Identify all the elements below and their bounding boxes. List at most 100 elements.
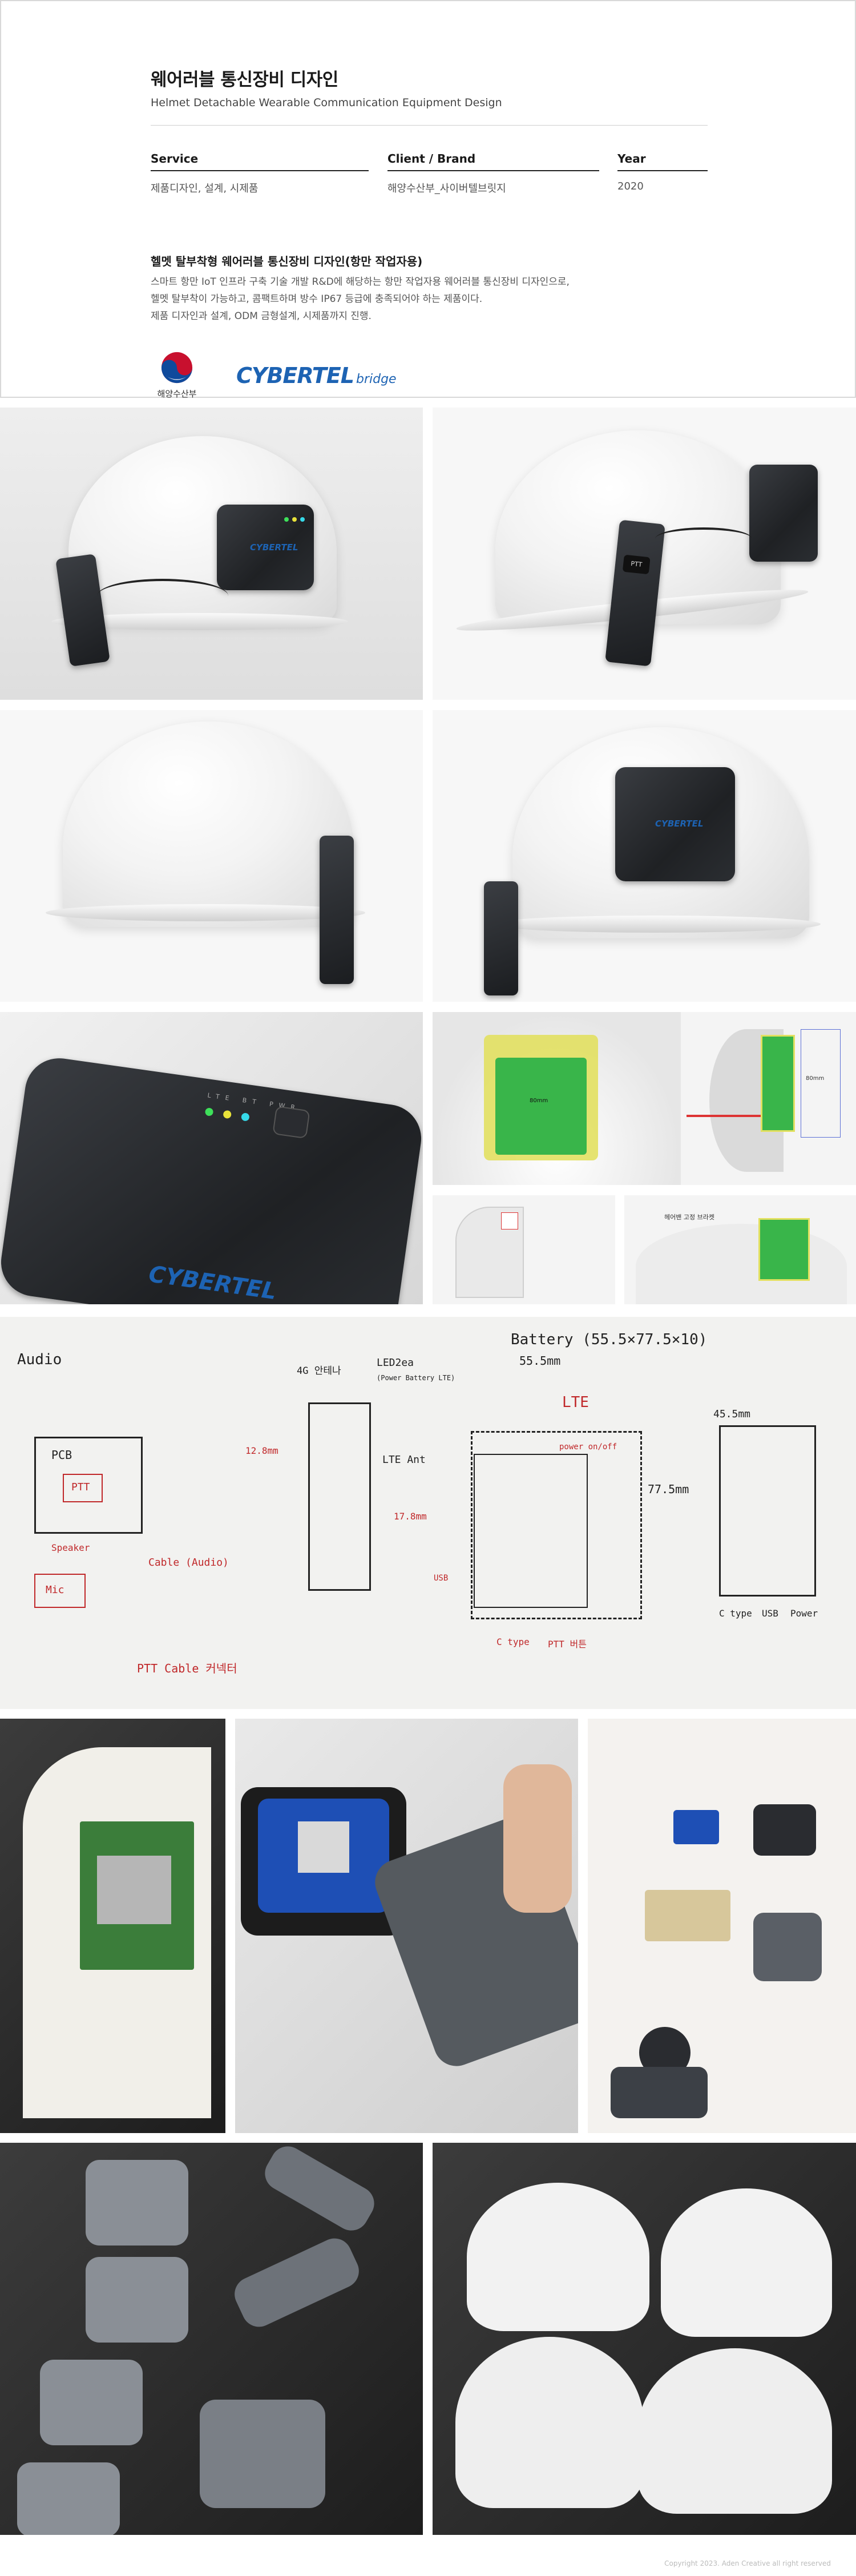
ptt-unit <box>320 836 354 984</box>
cad-clip-detail <box>433 1195 615 1304</box>
cad-pcb: 80mm <box>495 1058 587 1155</box>
sketch-label-audio: Audio <box>17 1351 62 1368</box>
cad-side-view: 80mm <box>681 1012 856 1185</box>
photo-helmet <box>455 2337 644 2508</box>
footer: Copyright 2023. Aden Creative all right … <box>0 2557 856 2568</box>
description-text: 스마트 항만 IoT 인프라 구축 기술 개발 R&D에 해당하는 항만 작업자… <box>151 273 708 325</box>
meta-client-label: Client / Brand <box>387 152 599 171</box>
sketch-lte-label: LTE <box>562 1394 589 1411</box>
led-indicator <box>284 517 289 522</box>
sketch-label-mic: Mic <box>46 1584 64 1596</box>
cad-pcb <box>761 1035 795 1132</box>
render-helmet-rear-device: CYBERTEL <box>433 710 856 1002</box>
led-indicator <box>204 1107 214 1116</box>
sketch-mic-box <box>34 1574 86 1608</box>
led-indicator <box>292 517 297 522</box>
photo-helmet <box>467 2183 649 2331</box>
photo-housing-rear <box>753 1913 822 1981</box>
photo-ptt-unit <box>229 2232 365 2333</box>
ministry-logo: 해양수산부 <box>151 351 203 400</box>
ptt-button: PTT <box>622 554 651 575</box>
photo-ptt-unit <box>259 2143 381 2237</box>
meta-client: Client / Brand 해양수산부_사이버텔브릿지 <box>387 152 617 195</box>
meta-service-label: Service <box>151 152 369 171</box>
photo-device-unit <box>86 2160 188 2246</box>
photo-helmet <box>638 2348 832 2514</box>
audio-cable <box>97 579 228 613</box>
led-label-bt: BT <box>241 1096 263 1107</box>
cad-dimension: 80mm <box>806 1075 825 1082</box>
meta-year: Year 2020 <box>617 152 708 195</box>
photo-pcb-on-helmet <box>0 1719 225 2133</box>
sketch-battery-label: Battery (55.5×77.5×10) <box>511 1331 708 1348</box>
photo-devices-batch <box>0 2143 423 2535</box>
photo-helmet <box>661 2188 832 2337</box>
sketch-usb-rear: USB <box>762 1608 778 1619</box>
helmet-shell <box>63 721 354 927</box>
cad-note: 헤어밴 고정 브라켓 <box>664 1214 714 1221</box>
description-heading: 헬멧 탈부착형 웨어러블 통신장비 디자인(항만 작업자용) <box>151 255 423 268</box>
led-indicator <box>223 1110 232 1119</box>
sketch-rear-box <box>719 1425 816 1597</box>
project-info-card: 웨어러블 통신장비 디자인 Helmet Detachable Wearable… <box>0 0 856 400</box>
photo-parts-layout <box>588 1719 856 2133</box>
device-main-unit: CYBERTEL <box>217 505 314 590</box>
sketch-usb-label: USB <box>434 1574 449 1583</box>
cad-front-view: 80mm <box>433 1012 681 1185</box>
cad-cable <box>687 1115 761 1117</box>
photo-device-unit <box>40 2360 143 2445</box>
sketch-ptt-box <box>63 1474 103 1502</box>
render-helmet-front-angle: CYBERTEL <box>0 408 423 700</box>
meta-client-value: 해양수산부_사이버텔브릿지 <box>387 183 506 195</box>
render-device-closeup: LTE BT PWR CYBERTEL <box>0 1012 423 1304</box>
sketch-label-cable: Cable (Audio) <box>148 1557 229 1569</box>
ministry-logo-text: 해양수산부 <box>157 389 197 399</box>
helmet-brim <box>46 904 365 921</box>
helmet-brim <box>490 916 821 933</box>
device-brand-label: CYBERTEL <box>147 1261 278 1304</box>
photo-module <box>298 1821 349 1873</box>
taegeuk-icon <box>161 352 193 384</box>
sketch-label-ptt-cable: PTT Cable 커넥터 <box>137 1662 237 1675</box>
photo-shield-can <box>97 1856 171 1924</box>
sketch-dim-12: 12.8mm <box>245 1445 278 1456</box>
audio-cable <box>655 527 752 550</box>
sketch-ctype-label: C type <box>496 1636 530 1647</box>
meta-service: Service 제품디자인, 설계, 시제품 <box>151 152 387 195</box>
description-line: 스마트 항만 IoT 인프라 구축 기술 개발 R&D에 해당하는 항만 작업자… <box>151 276 570 288</box>
render-helmet-side: PTT <box>433 408 856 700</box>
cad-dimension-box: 80mm <box>801 1029 841 1138</box>
device-main-unit: LTE BT PWR CYBERTEL <box>0 1054 423 1304</box>
copyright-text: Copyright 2023. Aden Creative all right … <box>664 2559 831 2567</box>
sketch-led-note: LED2ea <box>377 1357 414 1369</box>
led-label-lte: LTE <box>207 1091 236 1103</box>
device-main-unit <box>749 465 818 562</box>
sketch-battery-width: 55.5mm <box>519 1354 561 1368</box>
led-indicator <box>300 517 305 522</box>
meta-year-value: 2020 <box>617 180 644 192</box>
cad-pcb <box>758 1218 810 1281</box>
photo-device-unit <box>86 2257 188 2343</box>
led-indicator <box>241 1112 250 1122</box>
project-info-content: 웨어러블 통신장비 디자인 Helmet Detachable Wearable… <box>151 65 708 400</box>
description-line: 제품 디자인과 설계, ODM 금형설계, 시제품까지 진행. <box>151 311 372 322</box>
sketch-ctype-rear: C type <box>719 1608 752 1619</box>
divider <box>151 125 708 126</box>
photo-hand <box>503 1764 572 1913</box>
sketch-label-ptt: PTT <box>71 1481 90 1493</box>
sketch-dim-17: 17.8mm <box>394 1511 427 1522</box>
page-title: 웨어러블 통신장비 디자인 <box>151 70 338 90</box>
render-helmet-back <box>0 710 423 1002</box>
cad-clip <box>501 1212 518 1229</box>
photo-ptt-part <box>611 2067 708 2118</box>
photo-helmets-assembled <box>433 2143 856 2535</box>
sketch-label-pcb: PCB <box>51 1448 72 1462</box>
cad-bracket-fix: 헤어밴 고정 브라켓 <box>624 1195 856 1304</box>
cad-helmet-shell <box>636 1224 847 1304</box>
sketch-side-note: 4G 안테나 <box>297 1365 341 1377</box>
page-subtitle: Helmet Detachable Wearable Communication… <box>151 96 502 109</box>
project-meta: Service 제품디자인, 설계, 시제품 Client / Brand 해양… <box>151 152 708 195</box>
sketch-side-box <box>308 1402 371 1591</box>
photo-housing-top <box>753 1804 816 1856</box>
sketch-dim-77: 77.5mm <box>648 1482 689 1496</box>
